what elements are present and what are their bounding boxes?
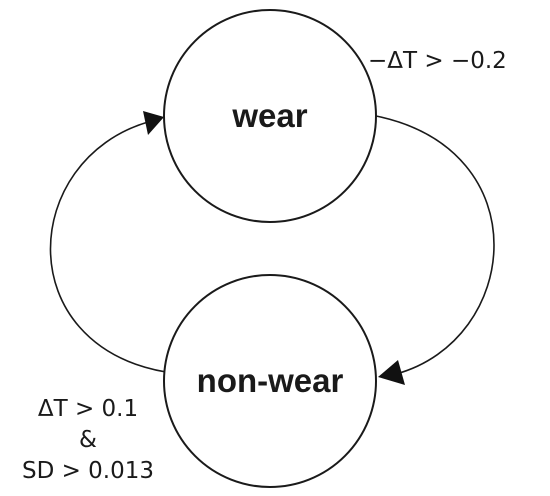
transition-arc-wear-to-nonwear [375,115,495,375]
condition-nonwear-to-wear-line1: ΔT > 0.1 [38,396,138,422]
state-label-wear: wear [231,97,307,134]
state-label-nonwear: non-wear [197,362,344,399]
arrowhead-wear-to-nonwear [378,360,405,385]
condition-nonwear-to-wear-line2: & [79,427,97,453]
state-circle-wear [163,9,377,223]
transition-arc-nonwear-to-wear [49,121,167,373]
condition-nonwear-to-wear-line3: SD > 0.013 [22,458,154,484]
condition-wear-to-nonwear: −ΔT > −0.2 [368,48,507,74]
arrowhead-nonwear-to-wear [143,111,164,135]
state-circle-nonwear [163,274,377,488]
